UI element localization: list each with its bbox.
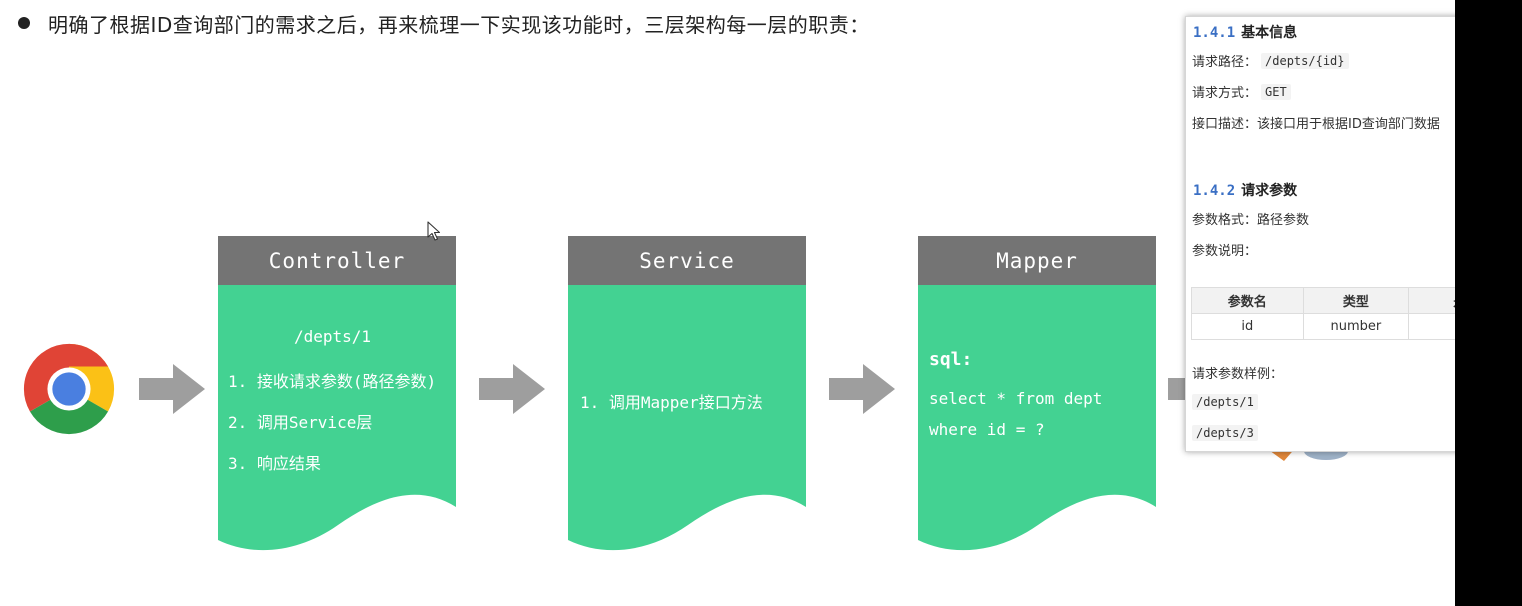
- row-value: 路径参数: [1257, 213, 1310, 228]
- param-sample-label-row: 请求参数样例：: [1192, 363, 1283, 382]
- api-doc-panel: 1.4.1 基本信息 请求路径：/depts/{id} 请求方式：GET 接口描述…: [1185, 16, 1505, 452]
- request-method-row: 请求方式：GET: [1192, 82, 1291, 101]
- screen-edge-strip: [1455, 0, 1522, 606]
- layer-line: 1. 接收请求参数(路径参数): [228, 372, 437, 391]
- layer-body: [218, 285, 456, 551]
- bullet-dot: [18, 17, 30, 29]
- param-format-row: 参数格式：路径参数: [1192, 209, 1309, 228]
- layer-title: Controller: [218, 236, 456, 285]
- service-layer: Service 1. 调用Mapper接口方法: [568, 236, 806, 560]
- right-arrow-icon: [829, 364, 895, 414]
- section-number: 1.4.1: [1193, 25, 1236, 41]
- request-path-row: 请求路径：/depts/{id}: [1192, 51, 1349, 70]
- row-code: /depts/{id}: [1261, 52, 1349, 69]
- basic-info-heading: 1.4.1 基本信息: [1193, 22, 1297, 42]
- sample-code: /depts/1: [1192, 394, 1258, 410]
- layer-line: sql:: [929, 349, 973, 370]
- layer-title: Service: [568, 236, 806, 285]
- slide-heading: 明确了根据ID查询部门的需求之后，再来梳理一下实现该功能时，三层架构每一层的职责…: [18, 10, 870, 37]
- param-desc-row: 参数说明：: [1192, 240, 1257, 259]
- row-label: 参数说明：: [1192, 244, 1258, 259]
- mapper-layer: Mapper sql: select * from dept where id …: [918, 236, 1156, 560]
- layer-line: where id = ?: [929, 420, 1045, 439]
- api-desc-row: 接口描述：该接口用于根据ID查询部门数据: [1192, 113, 1440, 132]
- layer-title: Mapper: [918, 236, 1156, 285]
- row-label: 请求方式：: [1192, 86, 1258, 101]
- chrome-icon: [23, 343, 115, 435]
- mouse-cursor-icon: [427, 221, 441, 241]
- layer-body: [918, 285, 1156, 551]
- layer-body: [568, 285, 806, 551]
- layer-line: 1. 调用Mapper接口方法: [580, 393, 763, 412]
- row-label: 参数格式：: [1192, 213, 1258, 228]
- controller-layer: Controller /depts/1 1. 接收请求参数(路径参数) 2. 调…: [218, 236, 456, 560]
- section-title: 基本信息: [1241, 25, 1298, 41]
- row-label: 请求路径：: [1192, 55, 1258, 70]
- layer-line: select * from dept: [929, 389, 1103, 408]
- table-header-cell: 类型: [1302, 287, 1410, 314]
- layer-line: 3. 响应结果: [228, 454, 321, 473]
- row-value: 该接口用于根据ID查询部门数据: [1257, 117, 1440, 132]
- layer-line: /depts/1: [294, 327, 372, 346]
- request-params-heading: 1.4.2 请求参数: [1193, 180, 1297, 200]
- param-sample-row: /depts/1: [1192, 394, 1258, 410]
- layer-line: 2. 调用Service层: [228, 413, 373, 432]
- section-number: 1.4.2: [1193, 183, 1236, 199]
- table-cell: id: [1191, 313, 1304, 340]
- right-arrow-icon: [139, 364, 205, 414]
- section-title: 请求参数: [1241, 183, 1298, 199]
- row-code: GET: [1261, 83, 1291, 100]
- right-arrow-icon: [479, 364, 545, 414]
- param-sample-row: /depts/3: [1192, 425, 1258, 441]
- table-cell: number: [1302, 313, 1410, 340]
- row-label: 请求参数样例：: [1192, 367, 1284, 382]
- heading-text: 明确了根据ID查询部门的需求之后，再来梳理一下实现该功能时，三层架构每一层的职责…: [48, 12, 870, 37]
- table-header-cell: 参数名: [1191, 287, 1304, 314]
- row-label: 接口描述：: [1192, 117, 1258, 132]
- right-arrow-icon: [1168, 378, 1188, 400]
- sample-code: /depts/3: [1192, 425, 1258, 441]
